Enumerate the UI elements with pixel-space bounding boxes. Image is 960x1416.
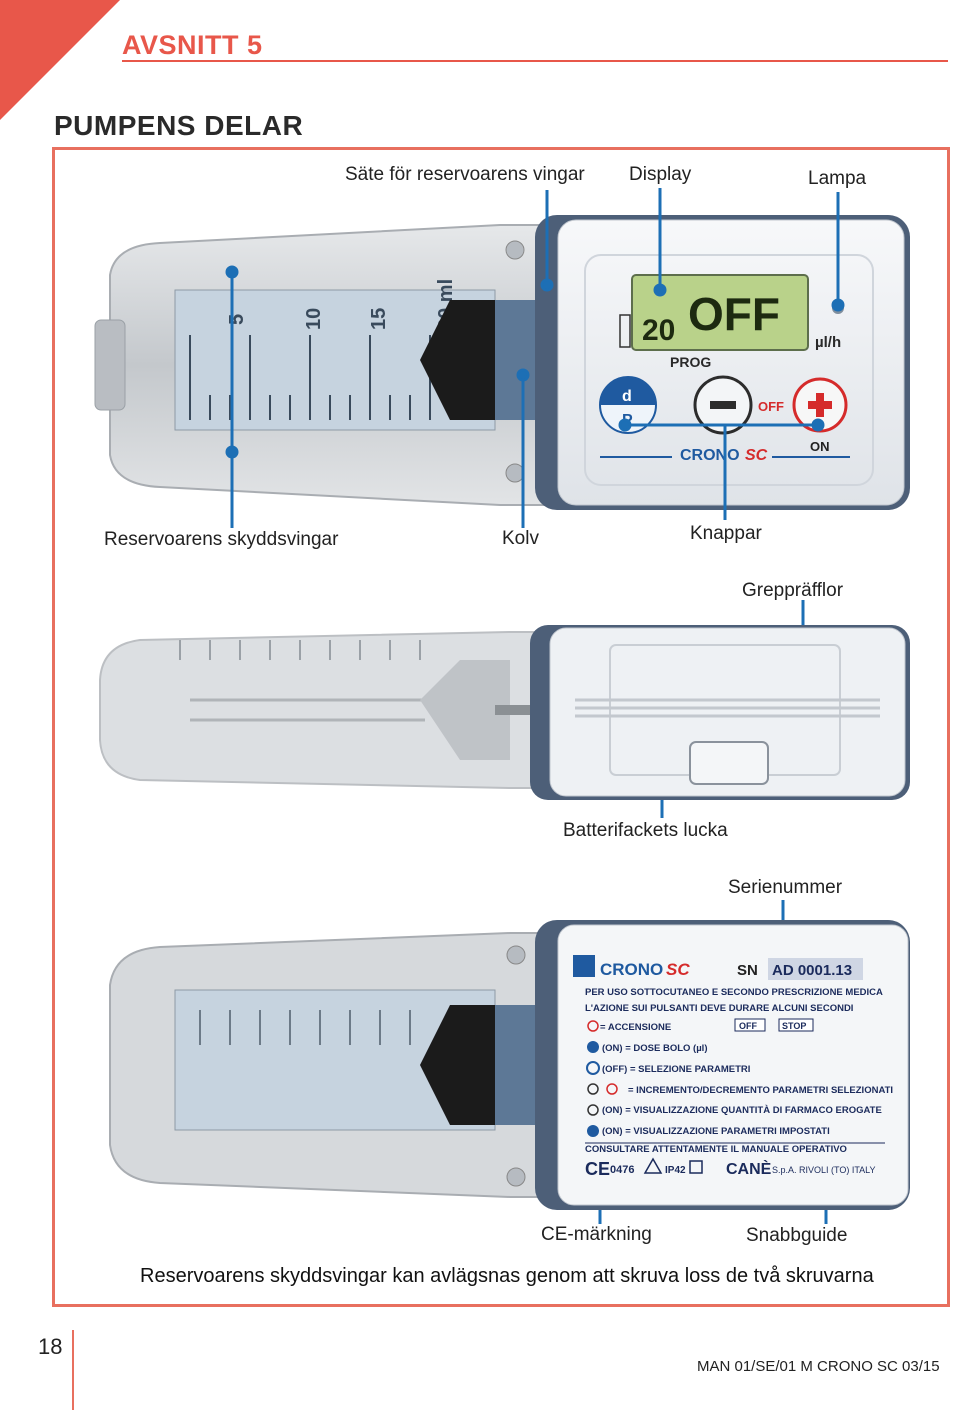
svg-text:(ON) = DOSE BOLO (µl): (ON) = DOSE BOLO (µl) [602, 1043, 708, 1054]
pump-back-illustration: CRONO SC SN AD 0001.13 PER USO SOTTOCUTA… [109, 920, 910, 1210]
label-grip: Greppräfflor [742, 580, 844, 601]
svg-text:d: d [622, 388, 632, 405]
plunger-head [420, 300, 495, 420]
svg-text:SC: SC [745, 447, 768, 464]
serial-number: AD 0001.13 [772, 962, 852, 979]
page-number: 18 [38, 1334, 63, 1359]
scale-10: 10 [303, 308, 325, 330]
svg-text:STOP: STOP [782, 1021, 806, 1031]
label-piston: Kolv [502, 528, 539, 549]
svg-text:(ON) = VISUALIZZAZIONE PARAMET: (ON) = VISUALIZZAZIONE PARAMETRI IMPOSTA… [602, 1126, 830, 1137]
label-ce-marking: CE-märkning [541, 1224, 652, 1245]
label-lamp: Lampa [808, 168, 867, 189]
label-quick-guide: Snabbguide [746, 1225, 848, 1246]
pump-side-illustration [99, 625, 910, 800]
label-wing-seat: Säte för reservoarens vingar [345, 164, 585, 185]
label-serial: Serienummer [728, 877, 843, 898]
scale-15: 15 [368, 308, 390, 330]
svg-text:SN: SN [737, 962, 758, 979]
corner-triangle [0, 0, 120, 120]
svg-text:(OFF) = SELEZIONE PARAMETRI: (OFF) = SELEZIONE PARAMETRI [602, 1064, 750, 1075]
lcd-display [631, 274, 809, 351]
unit-label: µl/h [815, 334, 841, 351]
svg-text:L'AZIONE SUI PULSANTI DEVE DUR: L'AZIONE SUI PULSANTI DEVE DURARE ALCUNI… [585, 1003, 853, 1014]
back-label-panel [557, 924, 909, 1206]
back-brand: CRONO [600, 960, 663, 979]
figure-frame [52, 147, 950, 1307]
figure-caption: Reservoarens skyddsvingar kan avlägsnas … [140, 1265, 874, 1287]
lcd-dose: 20 [642, 314, 675, 347]
lcd-state: OFF [688, 288, 780, 340]
svg-text:= ACCENSIONE: = ACCENSIONE [600, 1022, 671, 1033]
scale-5: 5 [226, 314, 248, 325]
svg-text:S.p.A. RIVOLI (TO) ITALY: S.p.A. RIVOLI (TO) ITALY [772, 1165, 876, 1175]
svg-text:PER USO SOTTOCUTANEO E SECONDO: PER USO SOTTOCUTANEO E SECONDO PRESCRIZI… [585, 987, 883, 998]
label-display: Display [629, 164, 692, 185]
section-rule [122, 60, 948, 62]
label-buttons: Knappar [690, 523, 762, 544]
label-battery: Batterifackets lucka [563, 820, 728, 841]
document-code: MAN 01/SE/01 M CRONO SC 03/15 [697, 1358, 940, 1375]
ce-mark: CE [585, 1159, 610, 1179]
svg-text:(ON) = VISUALIZZAZIONE QUANTIT: (ON) = VISUALIZZAZIONE QUANTITÀ DI FARMA… [602, 1105, 882, 1116]
svg-text:CONSULTARE ATTENTAMENTE IL MAN: CONSULTARE ATTENTAMENTE IL MANUALE OPERA… [585, 1144, 847, 1155]
footer-rule [72, 1330, 74, 1410]
svg-text:OFF: OFF [758, 399, 784, 414]
page-title: PUMPENS DELAR [54, 110, 304, 141]
svg-text:0476: 0476 [610, 1164, 634, 1176]
pump-front-illustration: 5 10 15 20 ml 20 OFF PROG µl/h d P OFF O… [94, 215, 910, 510]
svg-text:CANÈ: CANÈ [726, 1159, 772, 1178]
label-protective-wings: Reservoarens skyddsvingar [104, 529, 339, 550]
svg-text:ON: ON [810, 439, 830, 454]
battery-door-latch [689, 741, 769, 785]
section-label: AVSNITT 5 [122, 30, 263, 60]
prog-label: PROG [670, 354, 711, 370]
svg-text:IP42: IP42 [665, 1165, 686, 1176]
side-body [549, 627, 906, 797]
svg-text:= INCREMENTO/DECREMENTO PARAME: = INCREMENTO/DECREMENTO PARAMETRI SELEZI… [628, 1085, 893, 1096]
svg-text:SC: SC [666, 960, 690, 979]
svg-text:OFF: OFF [739, 1021, 757, 1031]
